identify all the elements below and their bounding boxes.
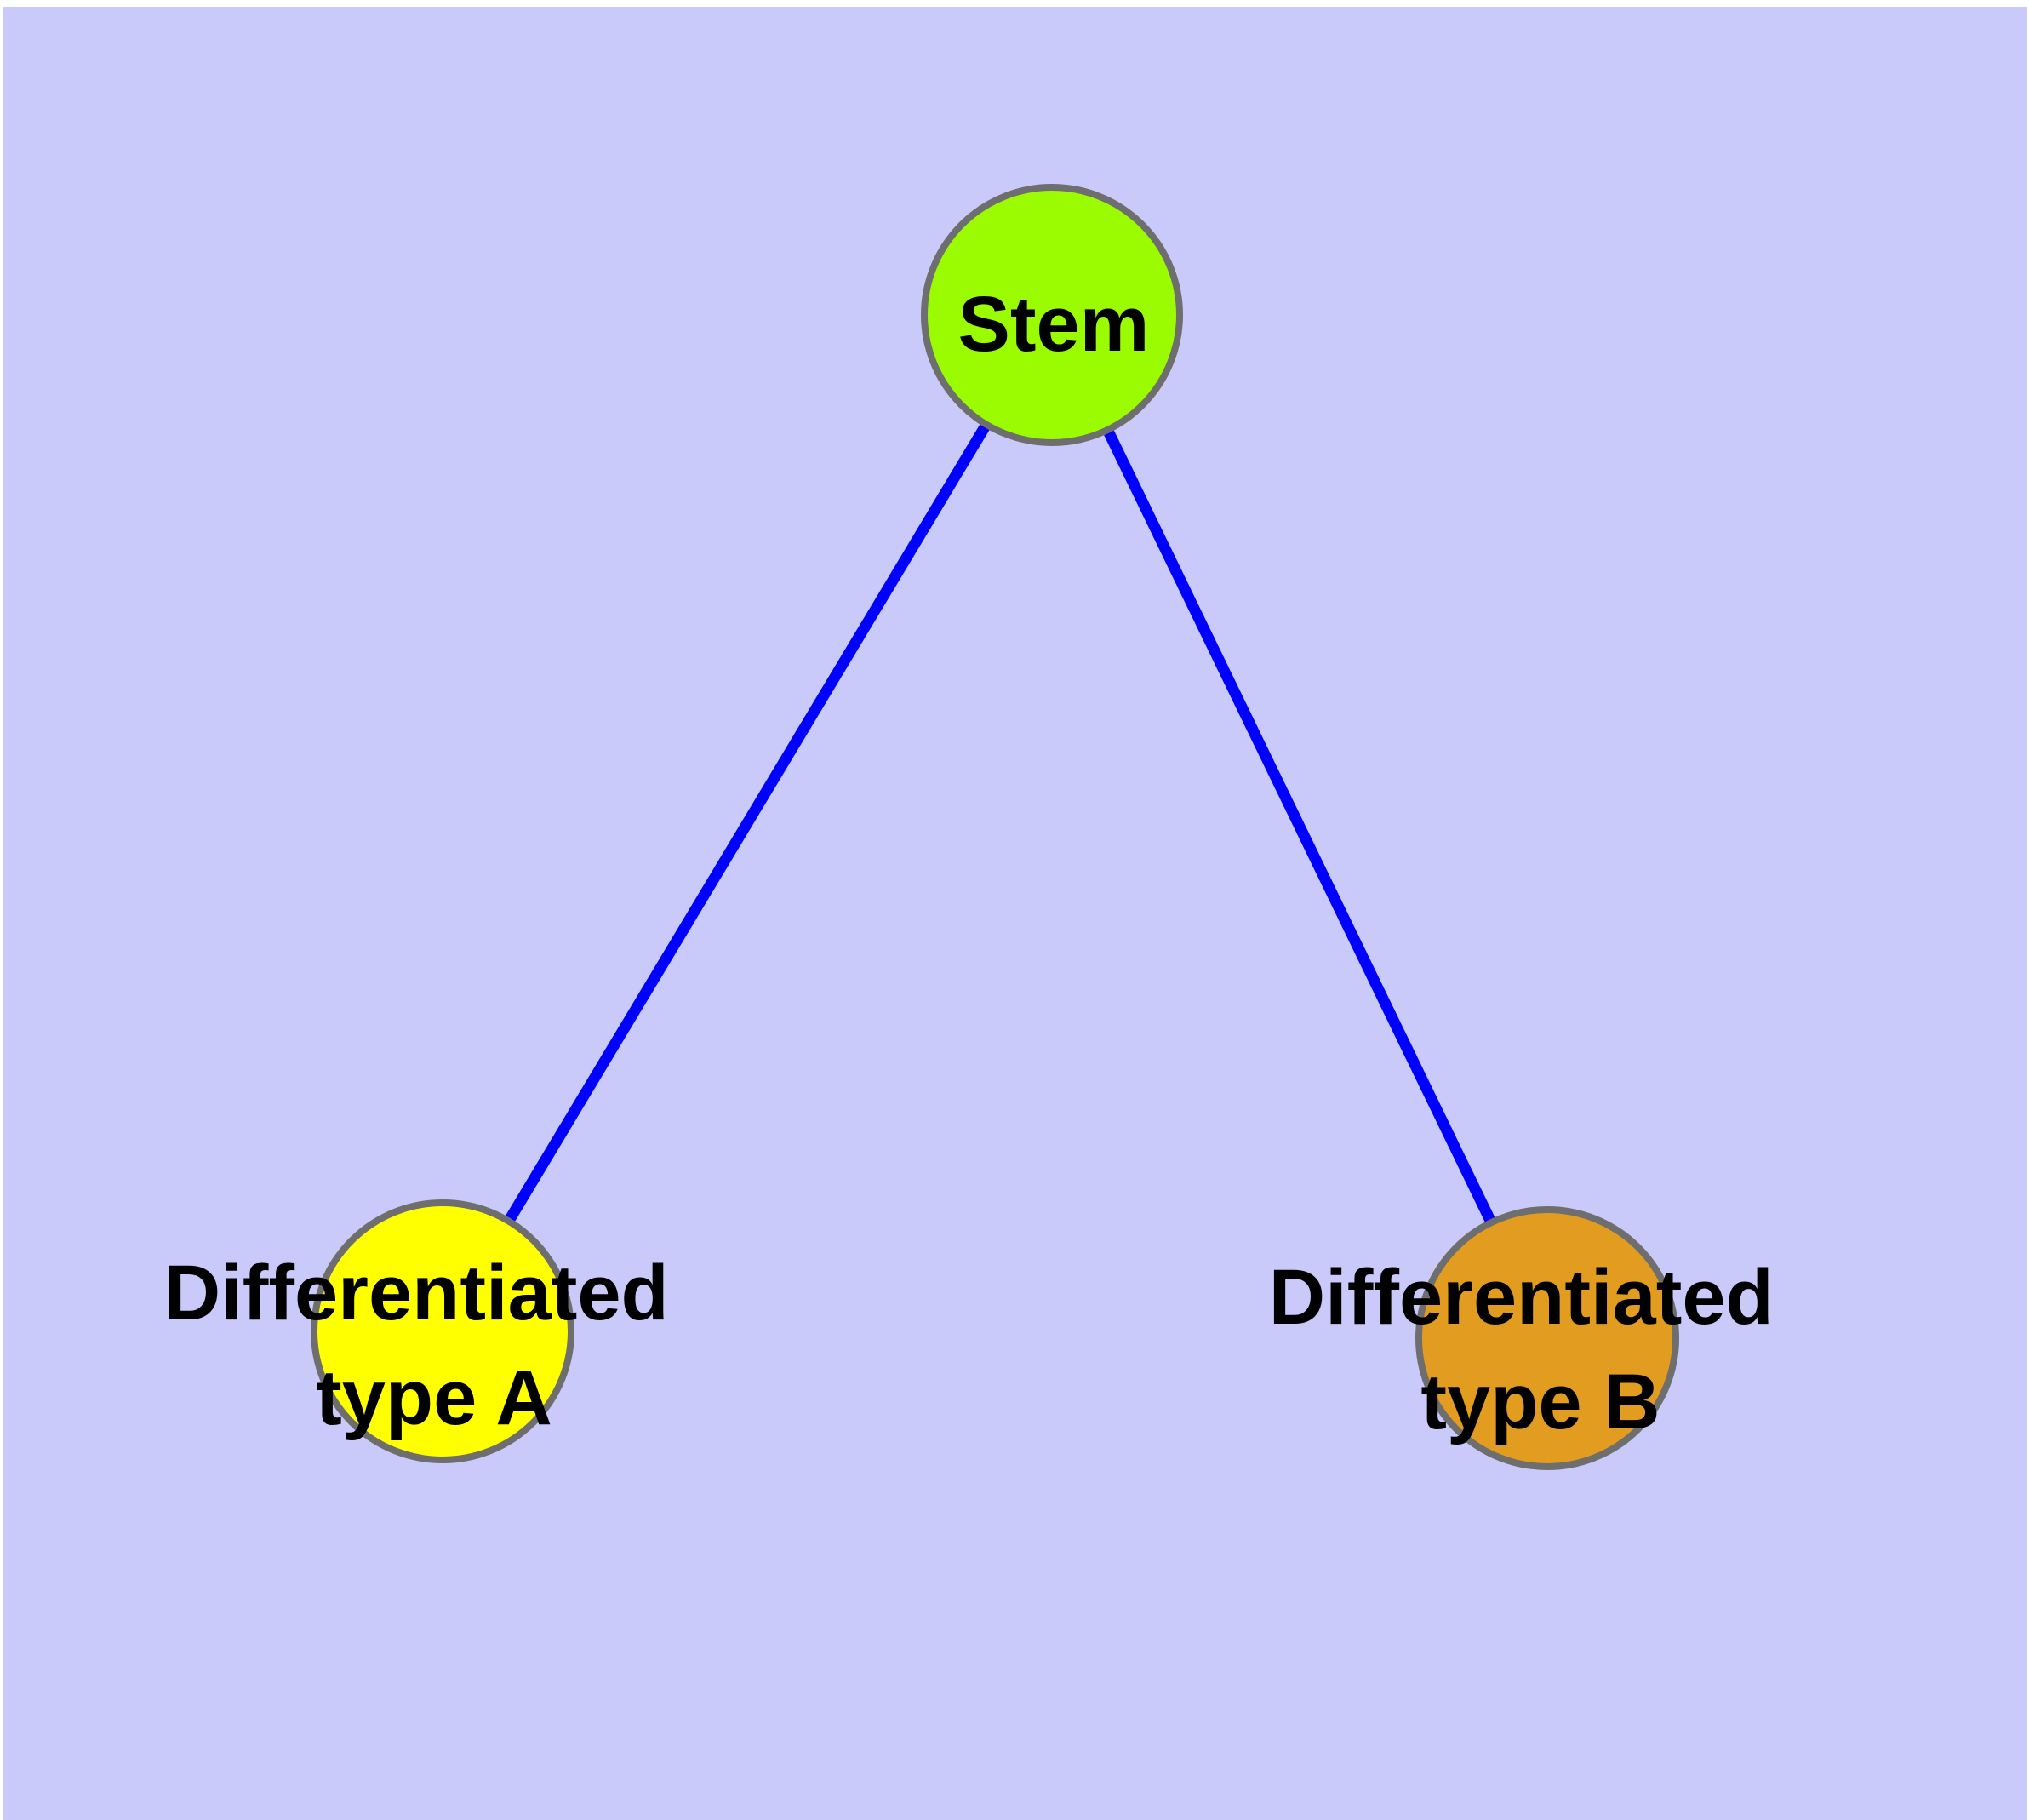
type-b-node-circle (1415, 1206, 1679, 1470)
stem-node-circle (921, 184, 1183, 446)
type-a-node-label: Differentiated type A (164, 1250, 691, 1441)
type-b-label-line2: type B (1420, 1359, 1660, 1445)
type-b-node-label: Differentiated type B (1269, 1254, 1796, 1445)
type-a-label-line2: type A (316, 1354, 552, 1441)
type-a-label-line1: Differentiated (164, 1250, 669, 1336)
edge-stem-to-type-b (1047, 312, 1552, 1341)
type-a-node-circle (311, 1199, 574, 1463)
edge-stem-to-type-a (437, 312, 1057, 1335)
type-b-label-line1: Differentiated (1269, 1254, 1774, 1341)
stem-node-label: Stem (958, 281, 1150, 368)
